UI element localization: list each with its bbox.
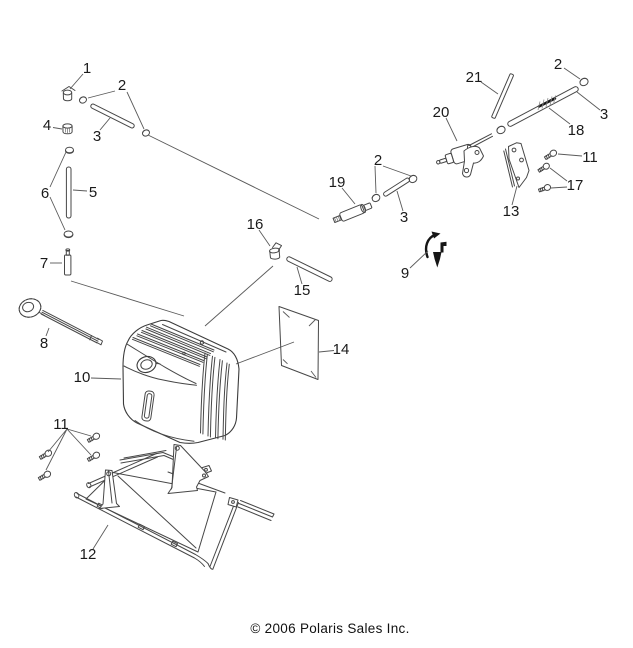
callout-11-right: 11 <box>557 149 598 166</box>
part-14-panel <box>278 306 319 380</box>
copyright-text: © 2006 Polaris Sales Inc. <box>250 621 410 636</box>
callout-11-bottom: 11 <box>45 416 92 471</box>
callout-label-14: 14 <box>333 341 350 358</box>
tank-front-slot <box>141 390 155 422</box>
callout-3-topleft: 3 <box>93 117 111 145</box>
callout-9: 9 <box>401 250 429 282</box>
part-12-frame <box>73 444 275 570</box>
callout-21: 21 <box>466 69 499 95</box>
part-10-fuel-tank <box>122 319 240 444</box>
part-17-screw-a <box>537 162 550 173</box>
callout-label-6: 6 <box>41 185 49 202</box>
callout-label-11a: 11 <box>53 416 69 433</box>
part-17-screw-b <box>537 184 552 193</box>
callout-8: 8 <box>40 327 50 352</box>
part-9-clip <box>424 231 447 268</box>
callout-3-middle: 3 <box>396 190 408 226</box>
part-19-cylinder <box>332 202 373 224</box>
callout-label-2c: 2 <box>554 56 562 73</box>
callout-label-16: 16 <box>247 216 264 233</box>
callout-label-3c: 3 <box>600 106 608 123</box>
callout-14: 14 <box>318 341 350 358</box>
callout-label-15: 15 <box>294 282 311 299</box>
part-20-valve <box>436 133 493 178</box>
callout-3-topright: 3 <box>576 91 608 123</box>
callout-label-2b: 2 <box>374 152 382 169</box>
callout-12: 12 <box>80 524 109 563</box>
part-3-tube-topright <box>507 86 579 127</box>
part-1-clamp-fitting <box>61 86 76 102</box>
callout-label-5: 5 <box>89 184 97 201</box>
callout-label-18: 18 <box>568 122 585 139</box>
callout-label-9: 9 <box>401 265 409 282</box>
part-3-tube-middle <box>383 177 411 197</box>
callout-label-3a: 3 <box>93 128 101 145</box>
callout-18: 18 <box>548 107 585 139</box>
callout-5: 5 <box>72 184 97 201</box>
part-7-standpipe <box>64 248 72 276</box>
callout-13: 13 <box>503 185 520 220</box>
callout-label-1: 1 <box>83 60 91 77</box>
callout-4: 4 <box>43 117 63 134</box>
callout-label-8: 8 <box>40 335 48 352</box>
callout-2-topleft: 2 <box>87 77 145 130</box>
callout-label-21: 21 <box>466 69 483 86</box>
part-4-nut <box>62 123 73 135</box>
tank-filler-cap <box>136 355 161 374</box>
part-8-fuel-gauge <box>18 298 103 346</box>
callout-label-4: 4 <box>43 117 51 134</box>
part-18-spring <box>537 95 557 111</box>
callout-2-topright: 2 <box>554 56 581 80</box>
tank-side-ribs <box>200 352 230 441</box>
part-2-bushings <box>78 77 589 203</box>
construction-lines <box>70 134 320 365</box>
callout-label-2a: 2 <box>118 77 126 94</box>
callout-20: 20 <box>433 104 458 142</box>
callout-label-17: 17 <box>567 177 584 194</box>
callout-label-11b: 11 <box>582 149 598 166</box>
part-16-elbow-fitting <box>269 242 282 260</box>
part-11-screw-right <box>543 149 558 161</box>
part-13-bracket <box>503 142 530 188</box>
part-6-caps <box>63 146 74 239</box>
callout-17: 17 <box>549 167 584 194</box>
part-5-tube <box>65 166 72 219</box>
callout-label-19: 19 <box>329 174 346 191</box>
callouts: 1 2 3 4 6 5 7 8 <box>40 56 608 563</box>
part-3-tube-topleft <box>90 103 135 129</box>
callout-19: 19 <box>329 174 356 205</box>
part-21-rod <box>491 73 514 119</box>
callout-2-middle: 2 <box>374 152 412 194</box>
callout-label-13: 13 <box>503 203 520 220</box>
callout-label-10: 10 <box>74 369 91 386</box>
callout-6: 6 <box>41 151 67 231</box>
callout-label-20: 20 <box>433 104 450 121</box>
callout-15: 15 <box>294 266 311 299</box>
callout-16: 16 <box>247 216 271 247</box>
callout-label-3b: 3 <box>400 209 408 226</box>
tank-top-ribs <box>131 323 215 367</box>
part-11-screws-bottom <box>37 432 101 481</box>
callout-label-12: 12 <box>80 546 97 563</box>
part-15-vent-tube <box>286 256 333 282</box>
callout-7: 7 <box>40 255 62 272</box>
callout-10: 10 <box>74 369 122 386</box>
callout-label-7: 7 <box>40 255 48 272</box>
callout-1: 1 <box>69 60 91 90</box>
